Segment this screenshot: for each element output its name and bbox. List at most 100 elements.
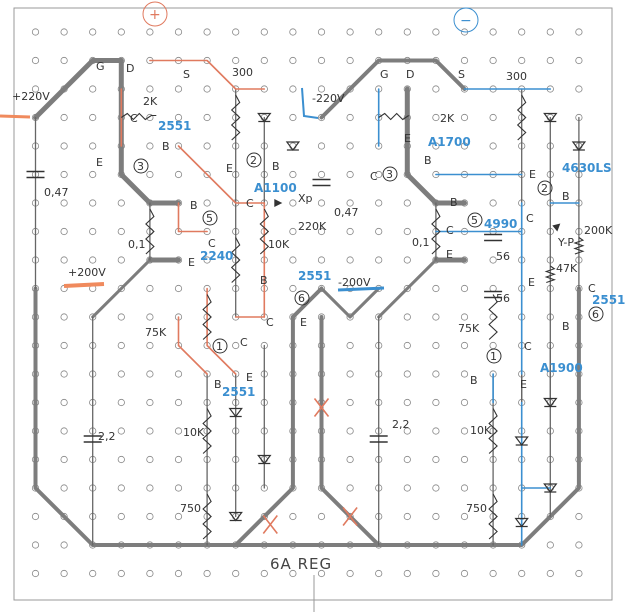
- hole: [146, 370, 154, 378]
- capacitor-icon: [484, 290, 503, 299]
- hole: [432, 398, 440, 407]
- hole: [546, 28, 554, 36]
- hole: [174, 370, 183, 378]
- hole: [403, 512, 411, 521]
- trace: [233, 315, 295, 547]
- l-r-220k: 220K: [298, 220, 327, 233]
- r-q2-c: C: [526, 212, 534, 225]
- hole: [346, 455, 354, 464]
- hole: [146, 85, 154, 93]
- neg-ref-label: -200V: [338, 276, 371, 289]
- hole: [460, 484, 469, 492]
- resistor-icon: [202, 294, 212, 340]
- hole: [60, 113, 68, 122]
- l-r-2k: 2K: [143, 95, 158, 108]
- left-regulator: G D S 2K C 2551 B E 3 300 E 2 B A1100 C …: [44, 60, 359, 515]
- hole: [289, 56, 297, 65]
- hole: [432, 569, 440, 578]
- diode-icon: [514, 436, 529, 446]
- hole: [375, 28, 383, 36]
- hole: [460, 398, 469, 407]
- resistor-icon: [230, 94, 241, 141]
- hole: [432, 341, 440, 350]
- hole: [575, 56, 583, 65]
- l-q1-part: 2551: [222, 385, 255, 399]
- hole: [489, 256, 497, 264]
- negative-symbol: −: [460, 13, 472, 29]
- l-q6-part: 2551: [298, 269, 331, 283]
- hole: [60, 341, 68, 350]
- hole: [60, 256, 68, 264]
- resistor-icon: [488, 493, 498, 540]
- hole: [31, 56, 40, 65]
- hole: [146, 313, 154, 321]
- trace: [320, 287, 381, 319]
- pos-ref-label: +200V: [68, 266, 106, 279]
- hole: [403, 313, 411, 321]
- hole: [317, 142, 326, 150]
- hole: [346, 484, 354, 492]
- hole: [89, 227, 97, 236]
- l-r-750: 750: [180, 502, 201, 515]
- hole: [60, 199, 68, 207]
- hole: [31, 85, 40, 93]
- hole: [60, 427, 68, 435]
- hole: [575, 512, 583, 521]
- hole: [375, 199, 383, 207]
- xp-arrow-icon: [274, 199, 283, 207]
- diode-icon: [543, 397, 558, 408]
- diode-icon: [543, 483, 558, 493]
- hole: [489, 569, 497, 578]
- r-q1-badge: [486, 348, 502, 364]
- hole: [518, 28, 526, 36]
- l-q6-c: C: [266, 316, 274, 329]
- hole: [489, 199, 497, 207]
- hole: [575, 569, 583, 578]
- l-fet-c: C: [130, 112, 138, 125]
- r-q5-c: C: [446, 224, 454, 237]
- hole: [203, 85, 211, 93]
- trace: [404, 86, 467, 206]
- l-r-01: 0,1: [128, 238, 146, 251]
- resistor-icon: [202, 493, 212, 540]
- l-q5-b: B: [190, 199, 198, 212]
- hole: [174, 484, 183, 492]
- r-q2-b: B: [562, 190, 570, 203]
- r-q3-badge: [382, 166, 398, 182]
- hole: [403, 199, 411, 207]
- capacitor-icon: [484, 233, 503, 242]
- hole: [60, 484, 68, 492]
- hole: [403, 455, 411, 464]
- hole: [289, 28, 297, 36]
- capacitor-icon: [83, 435, 102, 443]
- r-q5-part: 4990: [484, 217, 517, 231]
- neg-input-arrow-icon: [301, 87, 319, 119]
- hole: [146, 569, 154, 578]
- resistor-icon: [120, 112, 157, 121]
- hole: [346, 427, 354, 435]
- hole: [432, 313, 440, 321]
- hole: [117, 398, 125, 407]
- hole: [432, 370, 440, 378]
- hole: [489, 142, 497, 150]
- r-r-200k: 200K: [584, 224, 613, 237]
- hole: [260, 569, 268, 578]
- hole: [375, 569, 383, 578]
- hole: [289, 284, 297, 293]
- resistor-icon: [488, 294, 498, 340]
- r-r-300: 300: [506, 70, 527, 83]
- hole: [460, 341, 469, 350]
- hole: [346, 199, 354, 207]
- hole: [60, 227, 68, 236]
- hole: [518, 569, 526, 578]
- hole: [174, 113, 183, 122]
- cut-mark-icon: [313, 398, 330, 417]
- hole: [317, 85, 326, 93]
- pos-input-arrow-icon: [0, 114, 31, 119]
- r-q2-e: E: [529, 168, 536, 181]
- hole: [432, 284, 440, 293]
- positive-rail-symbol: [142, 1, 168, 27]
- hole: [317, 56, 326, 65]
- r-r-75k: 75K: [458, 322, 480, 335]
- l-q3-num: 3: [137, 160, 144, 173]
